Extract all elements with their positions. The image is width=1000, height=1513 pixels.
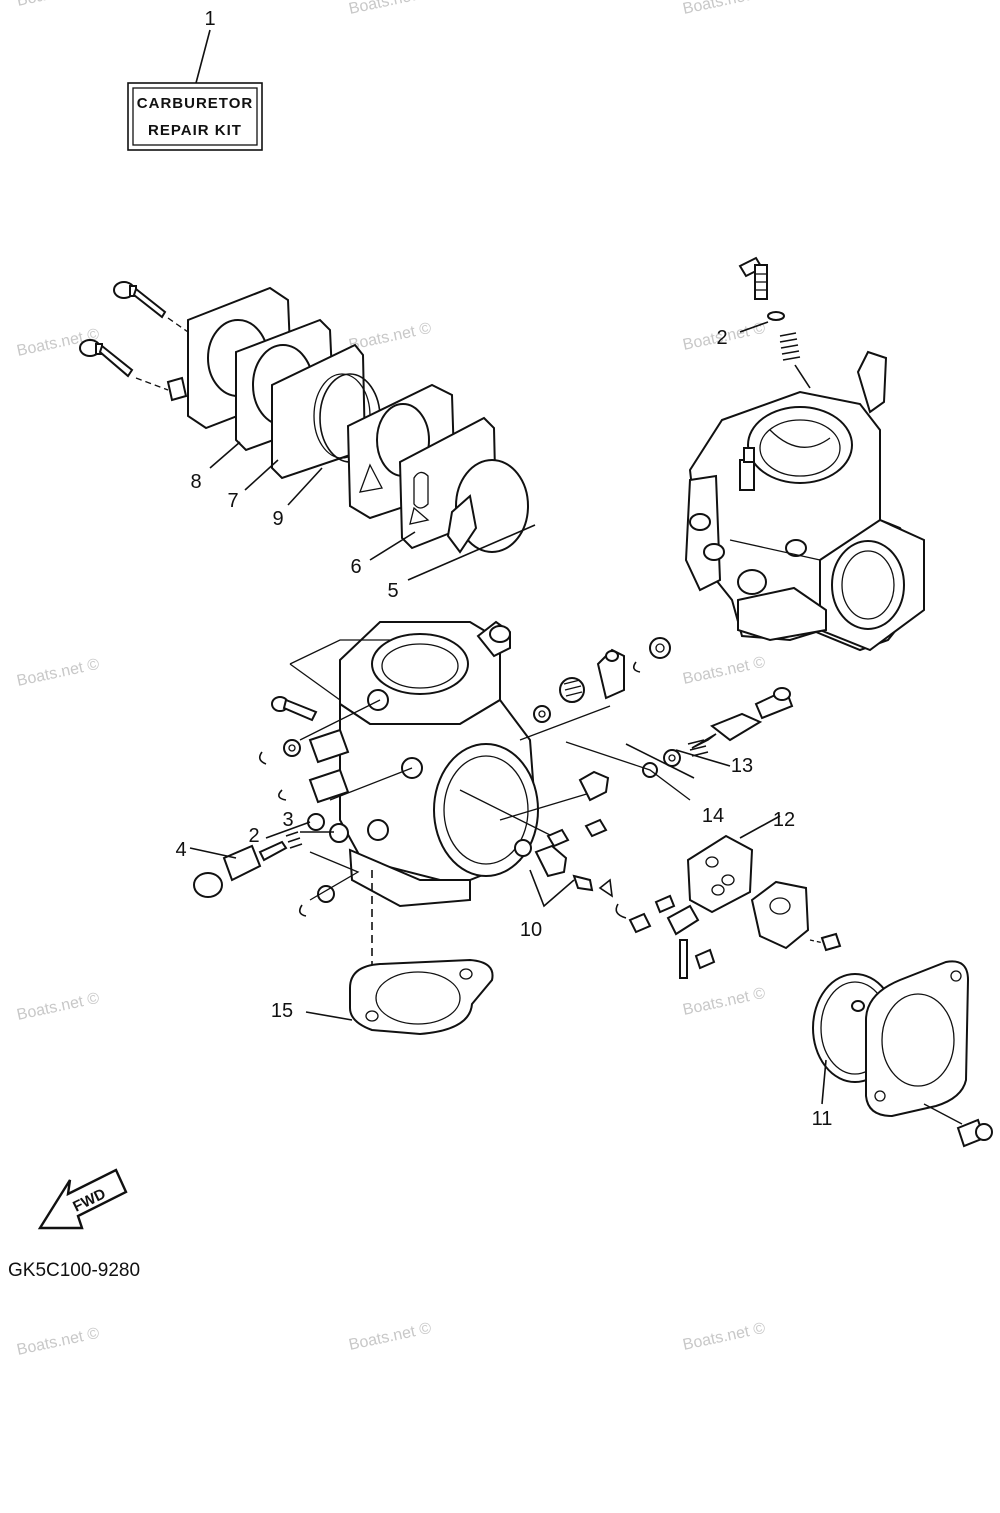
- pin-icon: [166, 376, 188, 402]
- callout-4[interactable]: 4: [175, 839, 186, 861]
- callout-7[interactable]: 7: [227, 490, 238, 512]
- watermark: Boats.net ©: [347, 1320, 433, 1354]
- callout-15[interactable]: 15: [271, 1000, 293, 1022]
- watermark: Boats.net ©: [681, 1320, 767, 1354]
- watermark: Boats.net ©: [15, 1325, 101, 1359]
- callout-11[interactable]: 11: [812, 1108, 833, 1130]
- diagram-code: GK5C100-9280: [8, 1260, 140, 1281]
- callout-13[interactable]: 13: [731, 755, 753, 777]
- callout-12[interactable]: 12: [773, 809, 795, 831]
- adjust-screw-knob: [193, 872, 223, 898]
- watermark: Boats.net ©: [15, 0, 101, 10]
- callout-2-top[interactable]: 2: [716, 327, 727, 349]
- o-ring-icon: [329, 823, 349, 843]
- watermark: Boats.net ©: [15, 656, 101, 690]
- leader-line-1: [195, 29, 211, 84]
- carburetor-body: [289, 620, 611, 908]
- forward-direction-icon: FWD: [37, 1168, 128, 1230]
- base-gasket-15: [349, 958, 494, 1036]
- callout-6[interactable]: 6: [350, 556, 361, 578]
- callout-1[interactable]: 1: [204, 8, 215, 30]
- callout-14[interactable]: 14: [702, 805, 724, 827]
- repair-kit-box[interactable]: CARBURETOR REPAIR KIT: [127, 82, 263, 151]
- screw-icon: [79, 339, 134, 378]
- left-small-parts: [193, 696, 360, 917]
- callout-3[interactable]: 3: [282, 809, 293, 831]
- watermark: Boats.net ©: [347, 0, 433, 18]
- screw-icon: [113, 281, 167, 319]
- watermark: Boats.net ©: [347, 320, 433, 354]
- right-small-parts: [514, 637, 842, 979]
- watermark: Boats.net ©: [681, 654, 767, 688]
- kit-label-line1: CARBURETOR: [137, 95, 253, 112]
- callout-10[interactable]: 10: [520, 919, 542, 941]
- pump-cover-plate: [865, 960, 970, 1118]
- callout-8[interactable]: 8: [190, 471, 201, 493]
- spring-icon: [285, 831, 303, 849]
- watermark: Boats.net ©: [681, 985, 767, 1019]
- washer-icon: [307, 813, 325, 831]
- reed-valve-assembly: [79, 281, 529, 554]
- callout-2[interactable]: 2: [248, 825, 259, 847]
- watermark: Boats.net ©: [15, 990, 101, 1024]
- screw-icon: [923, 1103, 993, 1148]
- callout-5[interactable]: 5: [387, 580, 398, 602]
- callout-9[interactable]: 9: [272, 508, 283, 530]
- kit-label-line2: REPAIR KIT: [148, 122, 242, 139]
- assembled-carburetor: [684, 256, 925, 652]
- watermark: Boats.net ©: [681, 0, 767, 18]
